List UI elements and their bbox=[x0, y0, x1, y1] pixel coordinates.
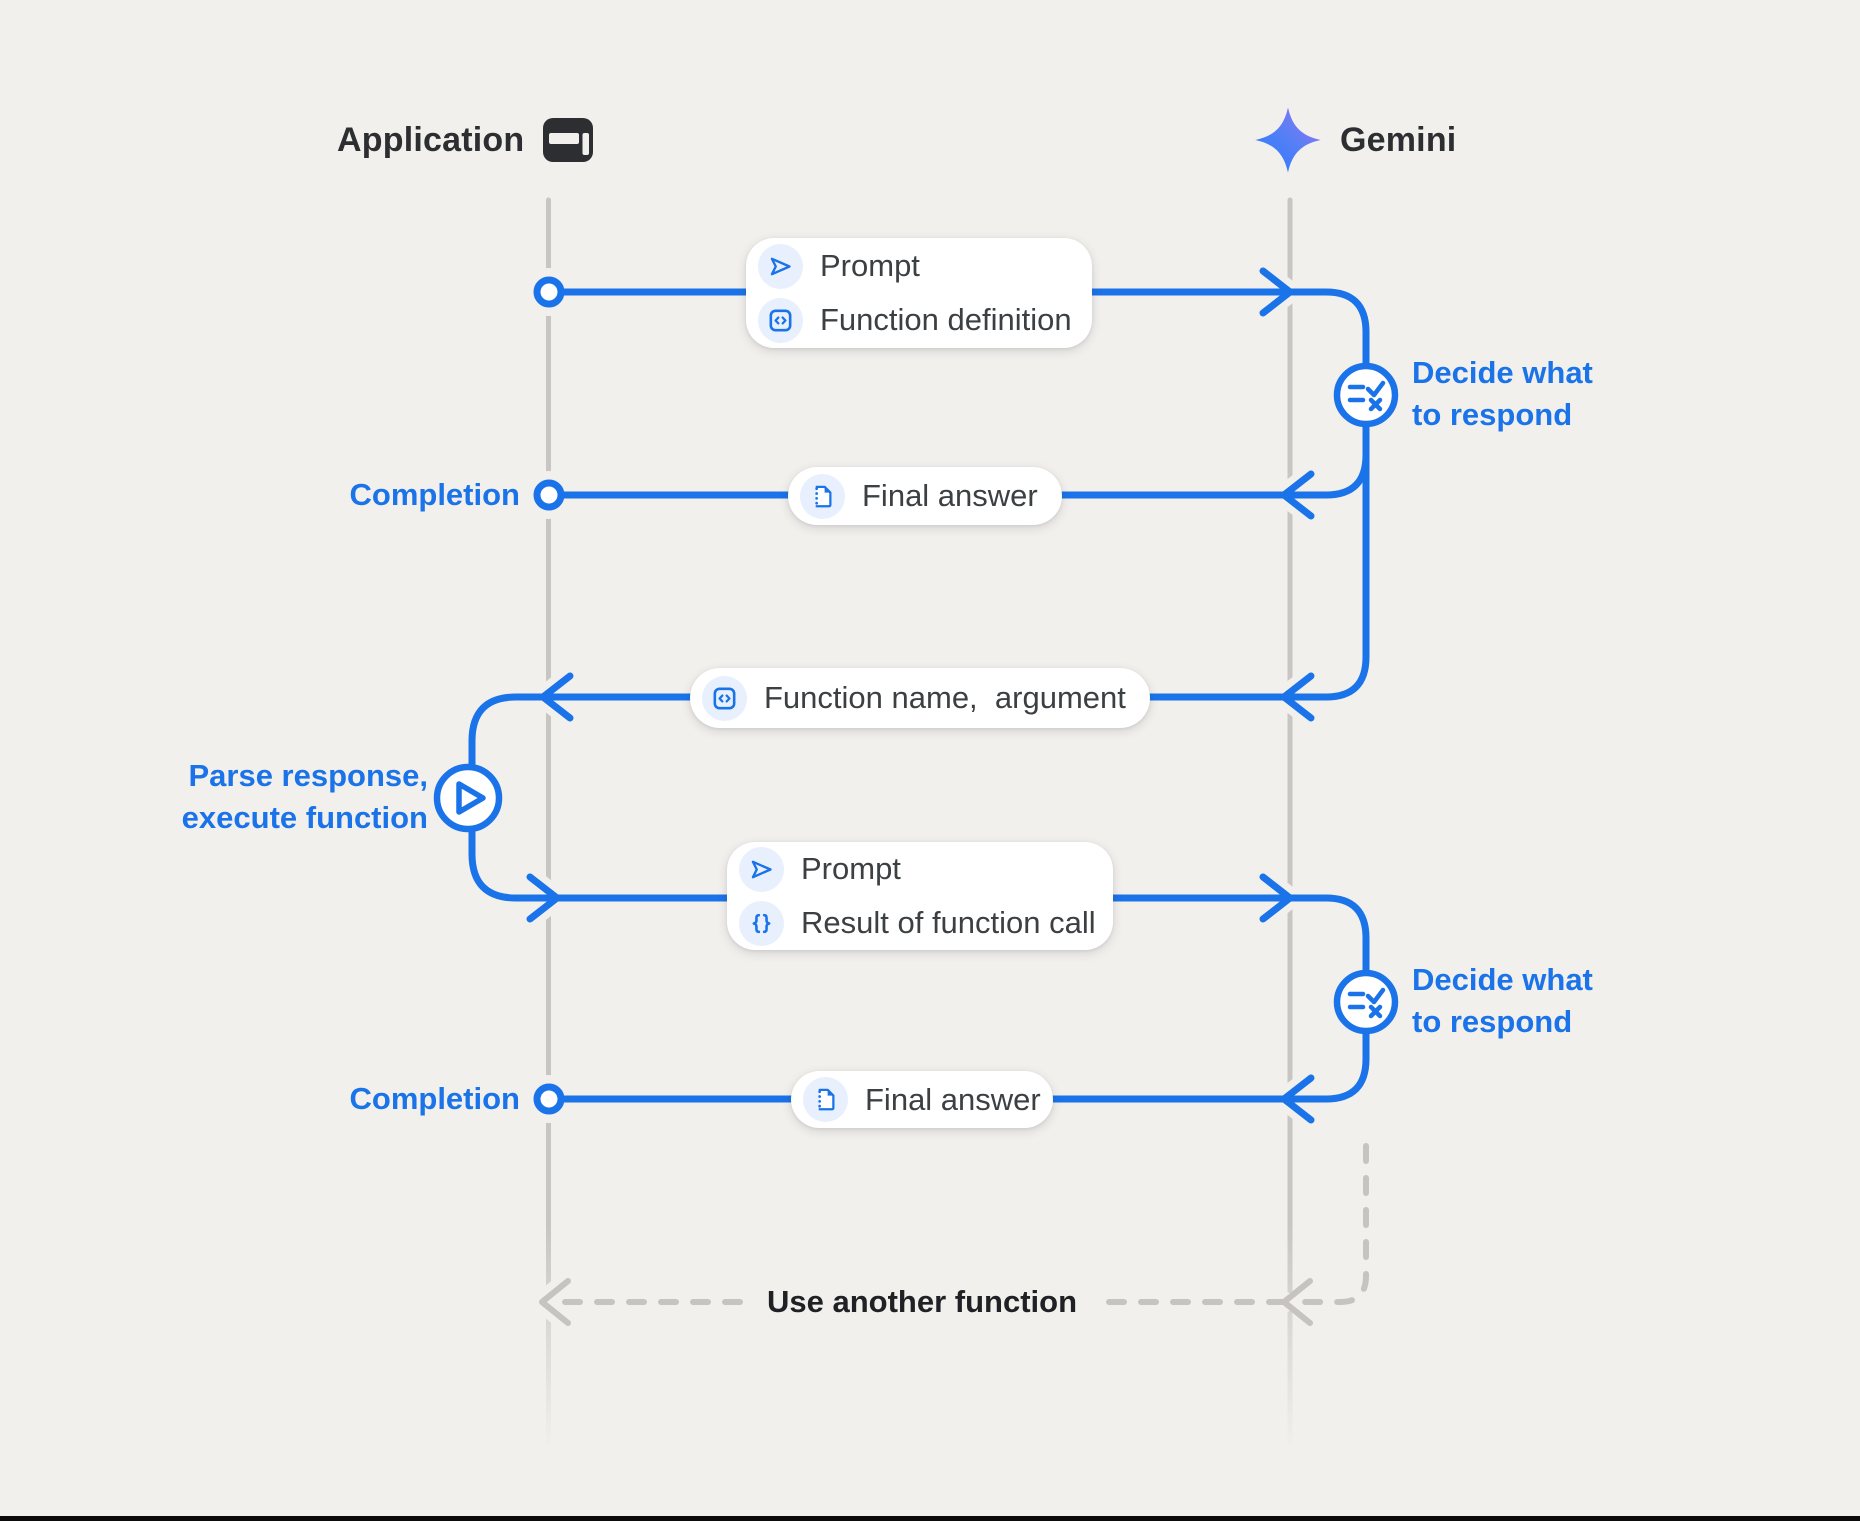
actor-gemini: Gemini bbox=[1254, 106, 1456, 174]
message-row: Final answer bbox=[803, 1077, 1041, 1122]
arrowhead-right-icon bbox=[1259, 267, 1294, 317]
arrowhead-left-icon bbox=[539, 1278, 571, 1326]
message-label: Final answer bbox=[862, 478, 1038, 513]
message-box-prompt-result: Prompt Result of function call bbox=[727, 842, 1113, 950]
line-casing bbox=[461, 260, 1377, 1334]
message-label: Final answer bbox=[865, 1081, 1041, 1117]
arrowhead-left-icon bbox=[1280, 470, 1315, 520]
arrowhead-left-icon bbox=[1281, 1278, 1313, 1326]
completion-ring-icon bbox=[533, 1083, 565, 1115]
send-icon bbox=[758, 243, 803, 289]
code-box-icon bbox=[702, 675, 747, 721]
arrowhead-right-icon bbox=[1259, 873, 1294, 923]
document-icon bbox=[800, 473, 845, 519]
message-label: Prompt bbox=[801, 851, 901, 886]
start-ring-icon bbox=[533, 276, 565, 308]
message-box-prompt-function-definition: Prompt Function definition bbox=[746, 238, 1092, 348]
app-window-icon bbox=[543, 118, 594, 162]
decide-node-icon bbox=[1333, 969, 1399, 1035]
use-another-function-annotation: Use another function bbox=[746, 1284, 1098, 1320]
message-row: Final answer bbox=[800, 473, 1046, 519]
message-box-final-answer-2: Final answer bbox=[791, 1071, 1053, 1128]
completion-annotation-1: Completion bbox=[349, 477, 521, 512]
arrowhead-left-icon bbox=[539, 672, 574, 722]
message-label: Prompt bbox=[820, 248, 920, 283]
message-label: Function definition bbox=[820, 302, 1072, 337]
message-row: Prompt bbox=[758, 243, 1076, 289]
execute-node-icon bbox=[433, 763, 503, 833]
decide-node-icon bbox=[1333, 362, 1399, 428]
lifelines bbox=[546, 197, 1293, 1451]
arrowhead-left-icon bbox=[1280, 672, 1315, 722]
completion-annotation-2: Completion bbox=[349, 1081, 521, 1116]
message-label: Result of function call bbox=[801, 905, 1096, 940]
message-row: Function definition bbox=[758, 297, 1076, 343]
parse-execute-annotation: Parse response, execute function bbox=[181, 758, 428, 835]
send-icon bbox=[739, 846, 784, 892]
code-box-icon bbox=[758, 297, 803, 343]
message-box-final-answer-1: Final answer bbox=[788, 467, 1062, 525]
message-row: Function name, argument bbox=[702, 675, 1134, 721]
decide-annotation-1: Decide what to respond bbox=[1412, 355, 1593, 432]
document-icon bbox=[803, 1077, 848, 1122]
message-row: Result of function call bbox=[739, 900, 1097, 946]
endpoint-rings bbox=[533, 276, 565, 1115]
decide-annotation-2: Decide what to respond bbox=[1412, 962, 1593, 1039]
arrowhead-left-icon bbox=[1280, 1074, 1315, 1124]
gemini-label: Gemini bbox=[1340, 120, 1457, 159]
application-label: Application bbox=[337, 120, 525, 159]
gemini-sparkle-icon bbox=[1255, 107, 1321, 173]
braces-icon bbox=[739, 900, 784, 946]
bottom-edge-bar bbox=[0, 1516, 1860, 1521]
message-row: Prompt bbox=[739, 846, 1097, 892]
actor-application: Application bbox=[337, 113, 594, 167]
arrowhead-right-icon bbox=[526, 873, 561, 923]
message-label: Function name, argument bbox=[764, 680, 1126, 715]
completion-ring-icon bbox=[533, 479, 565, 511]
message-box-function-name-argument: Function name, argument bbox=[690, 668, 1150, 728]
